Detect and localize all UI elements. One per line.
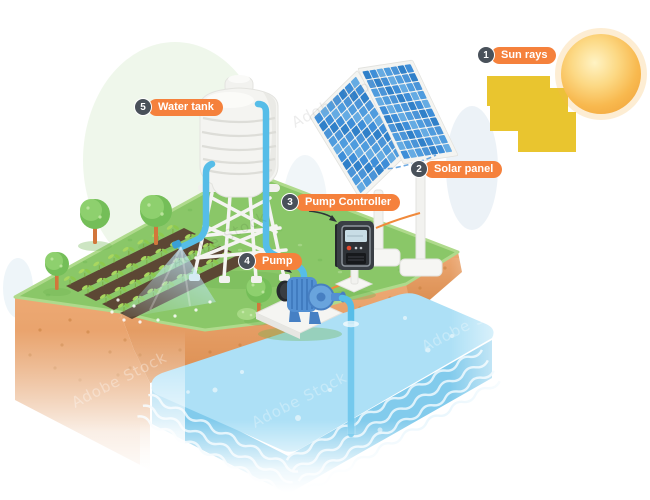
- label-pump-controller-text: Pump Controller: [295, 193, 401, 211]
- panel-edge-wire: [371, 154, 437, 170]
- solar-panel: [310, 59, 459, 200]
- label-sun-rays: 1 Sun rays: [477, 46, 557, 64]
- label-solar-panel-text: Solar panel: [424, 160, 503, 178]
- tree: [80, 199, 110, 244]
- controller-red-button: [346, 245, 352, 251]
- label-sun-rays-number: 1: [477, 46, 495, 64]
- label-water-tank-number: 5: [134, 98, 152, 116]
- trees: [45, 195, 272, 320]
- label-water-tank-text: Water tank: [148, 98, 223, 116]
- water-spray: [110, 246, 216, 324]
- label-water-tank: 5 Water tank: [134, 98, 223, 116]
- pump-controller: [334, 221, 374, 293]
- label-sun-rays-text: Sun rays: [491, 46, 557, 64]
- label-pump-controller-number: 3: [281, 193, 299, 211]
- solar-panel-left: [310, 70, 408, 200]
- sun-rays-shape: [487, 76, 576, 152]
- tree: [140, 195, 172, 245]
- suction-pipe: [338, 294, 359, 438]
- tank-to-pump-pipe: [254, 100, 308, 289]
- sprinkler-nozzle: [171, 239, 182, 249]
- label-pump-number: 4: [238, 252, 256, 270]
- water-surface: [151, 293, 494, 452]
- pump: [254, 277, 346, 339]
- label-pump-controller: 3 Pump Controller: [281, 193, 401, 211]
- sun: [561, 34, 641, 114]
- edge-fades: [0, 258, 560, 500]
- panel-to-controller-wire: [375, 212, 421, 229]
- sun-group: [487, 28, 647, 152]
- solar-panel-right: [357, 59, 459, 165]
- label-pump-text: Pump: [252, 252, 302, 270]
- label-pump: 4 Pump: [238, 252, 302, 270]
- tree: [45, 252, 69, 290]
- irrigation-pipe: [177, 160, 216, 251]
- pipes: [177, 100, 308, 289]
- label-solar-panel: 2 Solar panel: [410, 160, 503, 178]
- label-solar-panel-number: 2: [410, 160, 428, 178]
- bush: [237, 308, 257, 320]
